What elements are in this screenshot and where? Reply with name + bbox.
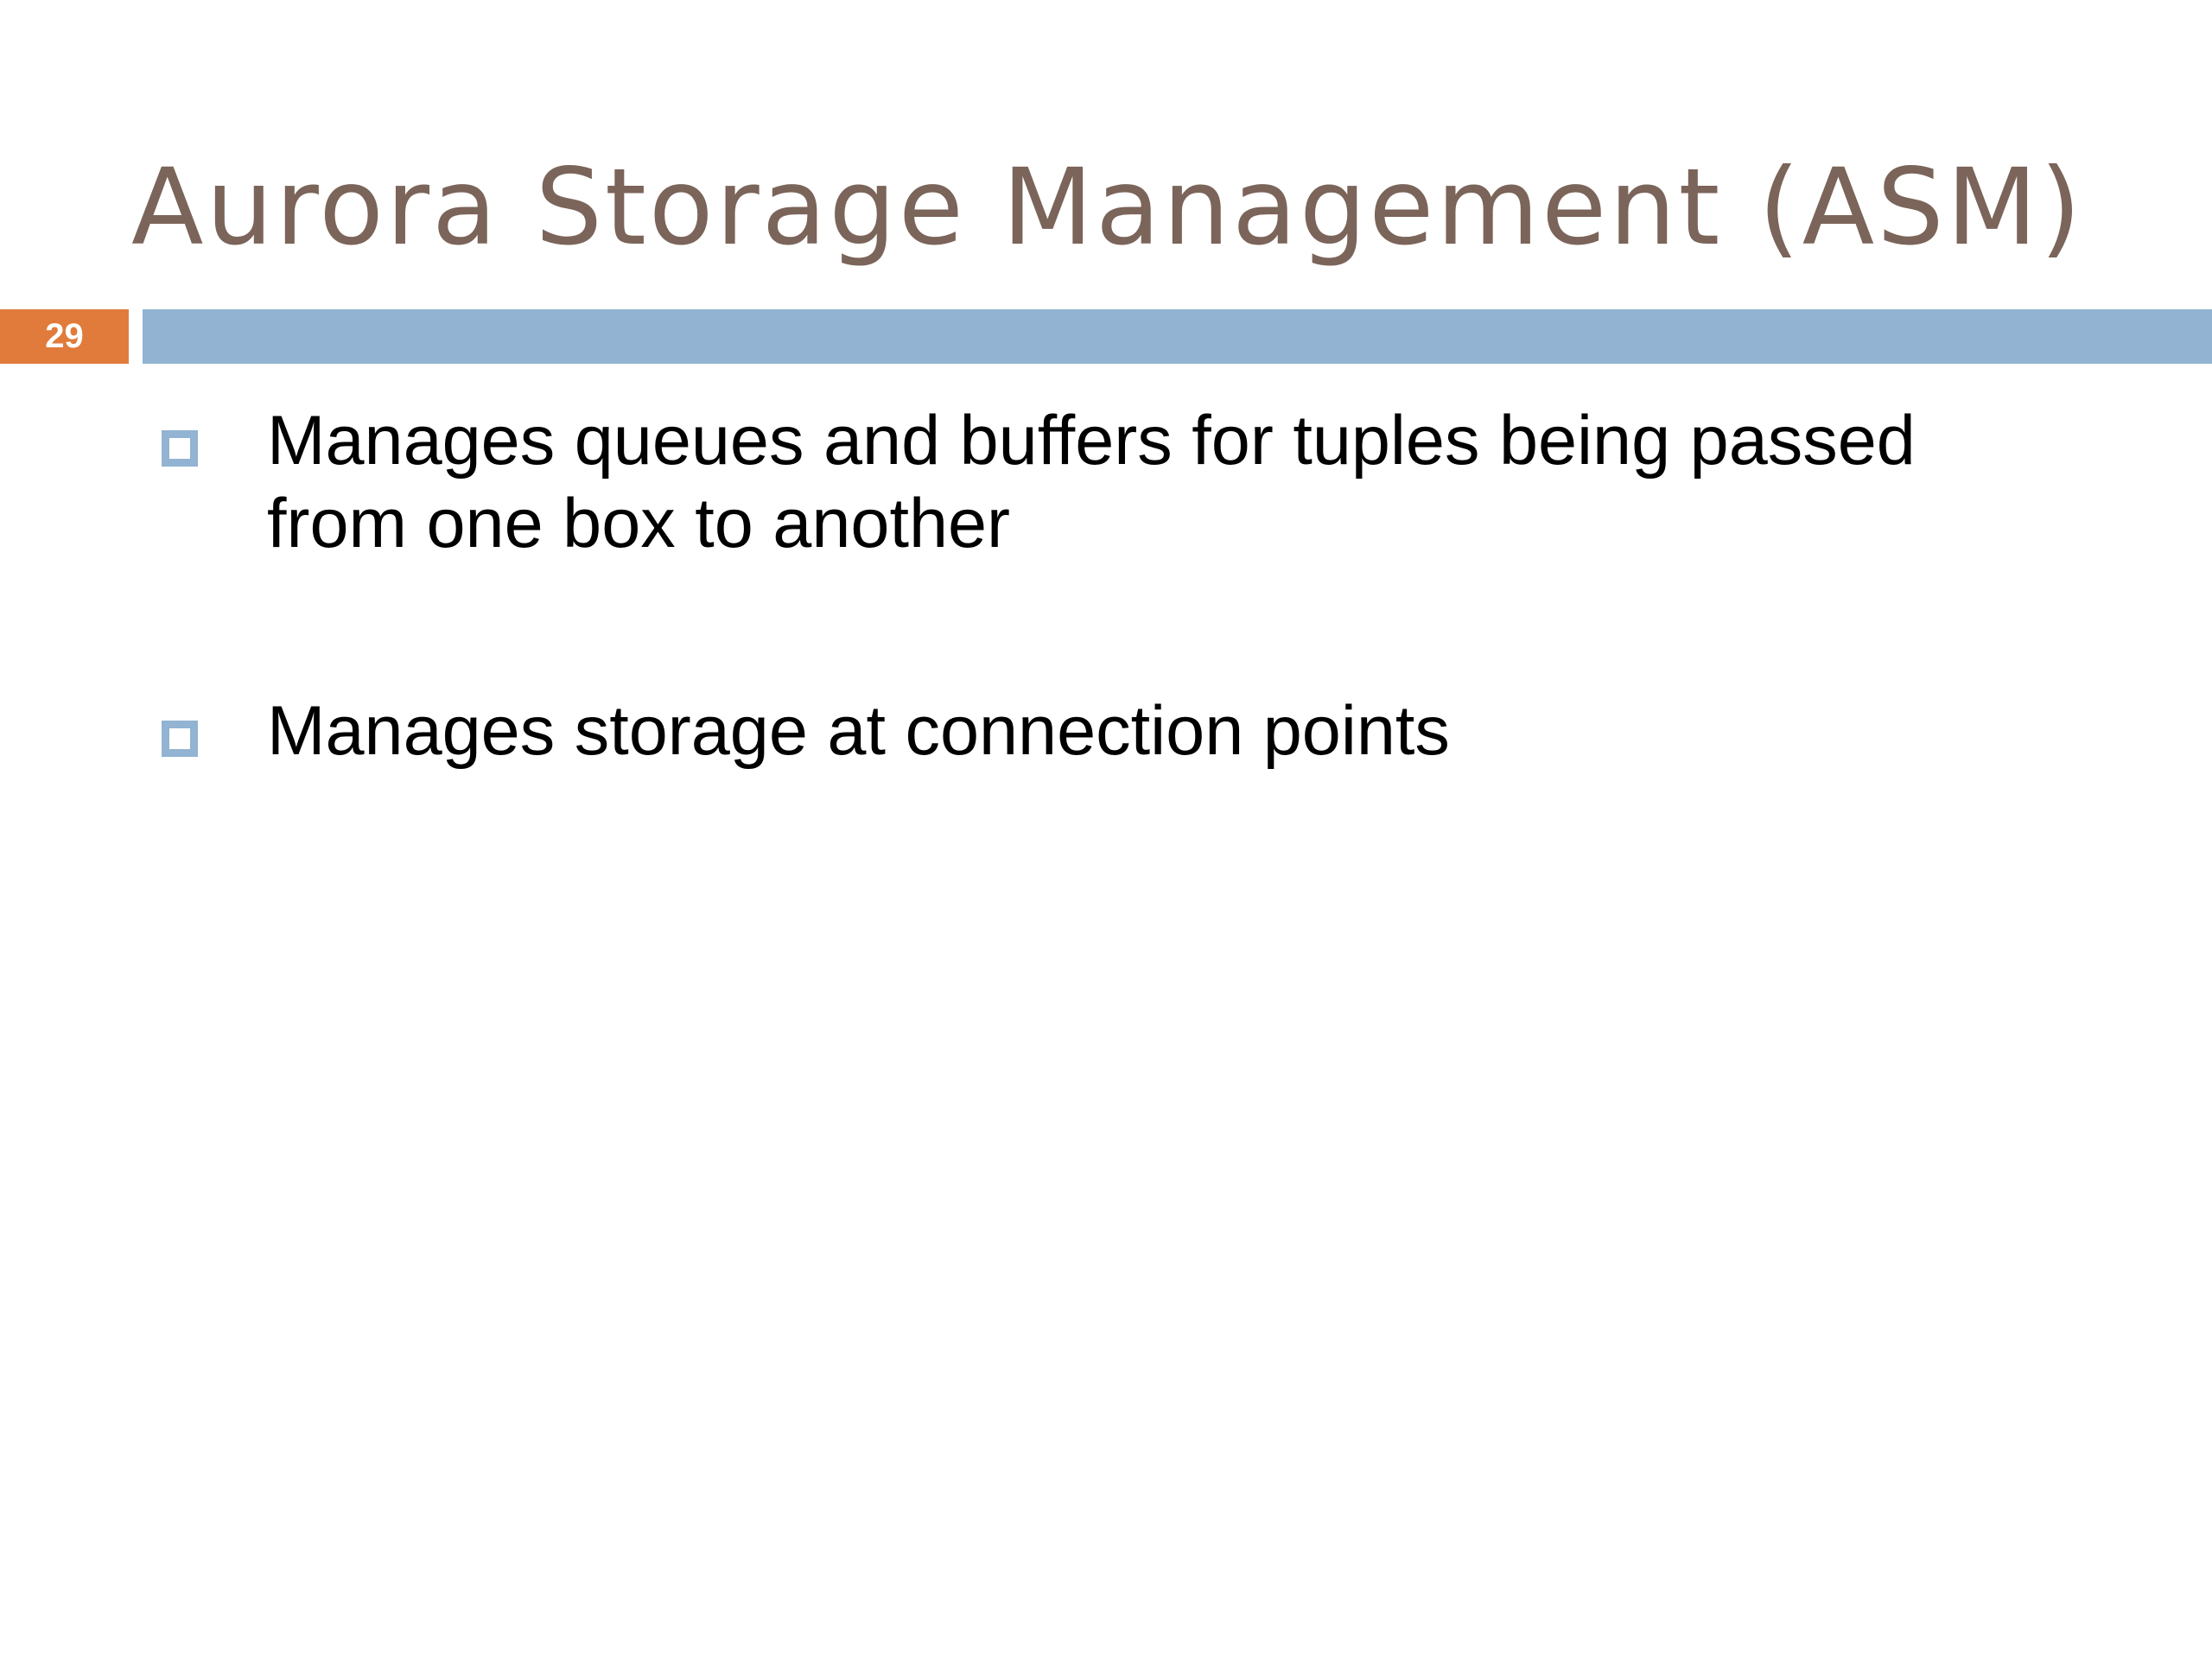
title-divider-bar xyxy=(143,309,2212,364)
hollow-square-bullet-icon xyxy=(162,430,198,467)
bullet-text-1: Manages queues and buffers for tuples be… xyxy=(267,402,1916,562)
slide-title: Aurora Storage Management (ASM) xyxy=(131,146,2084,269)
bullet-item-1: Manages queues and buffers for tuples be… xyxy=(162,399,2047,565)
bullet-text-2: Manages storage at connection points xyxy=(267,692,1450,770)
slide-number-badge: 29 xyxy=(0,309,129,364)
bullet-item-2: Manages storage at connection points xyxy=(162,689,2047,772)
hollow-square-bullet-icon xyxy=(162,721,198,757)
